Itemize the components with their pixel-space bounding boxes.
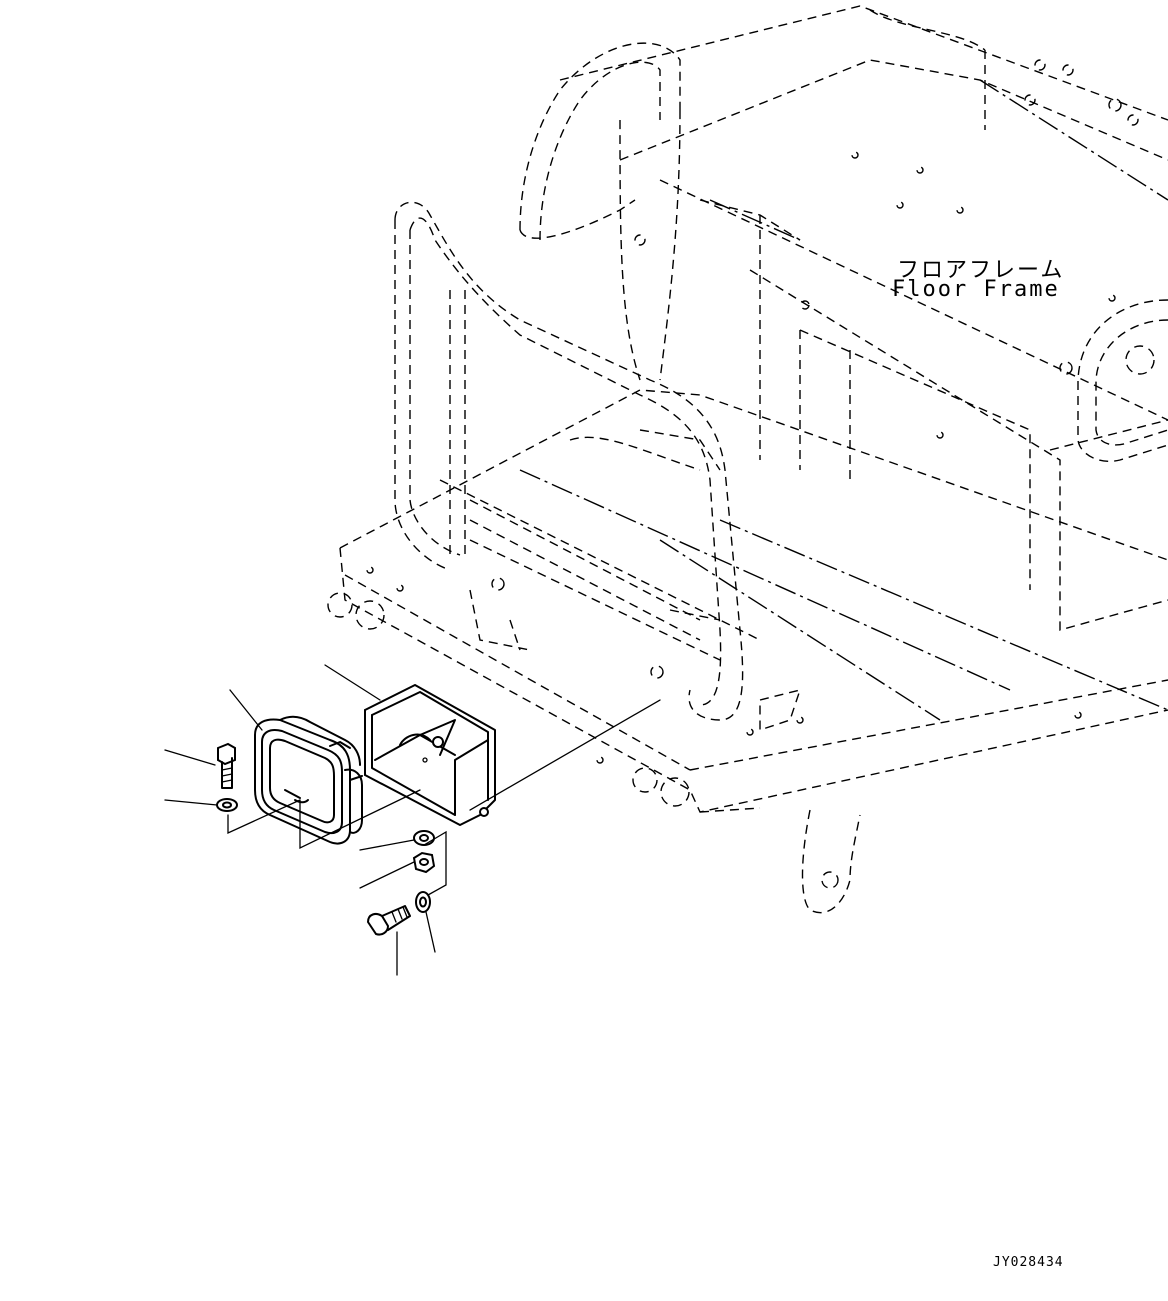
bolt-lower — [366, 905, 411, 936]
floor-frame-outline — [327, 5, 1168, 914]
work-lamp — [254, 715, 363, 845]
leader-lines — [164, 664, 661, 976]
bolt-upper — [217, 742, 236, 789]
floor-frame-label-en: Floor Frame — [892, 277, 1060, 302]
document-id: JY028434 — [993, 1255, 1064, 1270]
nut — [412, 851, 436, 874]
washer-lower — [415, 891, 431, 913]
lamp-bracket — [364, 684, 496, 826]
handrail-right — [1077, 299, 1168, 462]
washer-middle — [413, 830, 435, 846]
handrail-rear — [519, 42, 681, 381]
washer-upper — [216, 798, 238, 812]
handrail-front — [394, 201, 761, 721]
floor-frame-label-jp: フロアフレーム — [897, 258, 1065, 283]
